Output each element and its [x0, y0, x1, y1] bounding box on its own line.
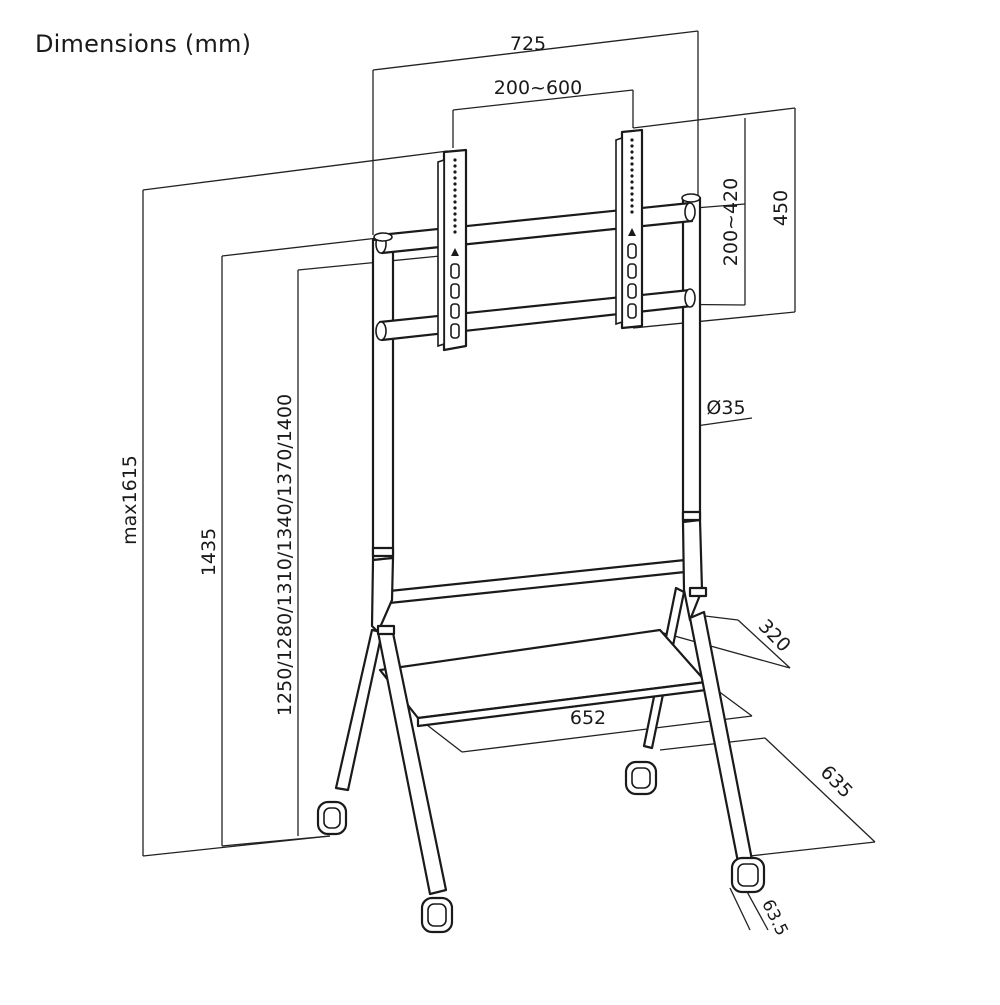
label-652: 652 [570, 707, 606, 729]
right-collar [681, 510, 702, 522]
dim-line-652 [461, 715, 753, 753]
label-1435: 1435 [198, 528, 220, 576]
rear-left-leg [334, 628, 384, 792]
label-center-heights: 1250/1280/1310/1340/1370/1400 [274, 394, 296, 716]
dimension-labels: 725 200~600 200~420 450 Ø35 max1615 1435… [119, 33, 857, 939]
lower-crossbar [378, 558, 687, 606]
label-450: 450 [770, 190, 792, 226]
right-cap [681, 193, 701, 203]
dim-line-725 [372, 30, 699, 71]
left-collar [371, 546, 395, 558]
label-320: 320 [754, 615, 795, 656]
label-725: 725 [510, 33, 546, 55]
middle-crossbar [378, 288, 694, 342]
left-leg-collar [376, 624, 396, 636]
dim-line-635 [764, 737, 876, 843]
left-vesa-bracket [437, 148, 468, 352]
drawing-title: Dimensions (mm) [35, 30, 252, 58]
upper-crossbar [378, 201, 694, 255]
label-63-5: 63.5 [757, 896, 792, 939]
dim-line-200-600 [452, 89, 634, 111]
label-635: 635 [816, 761, 857, 802]
right-elbow [681, 518, 704, 622]
label-200-420: 200~420 [720, 178, 742, 266]
caster-front-right [730, 856, 766, 894]
label-200-600: 200~600 [494, 77, 582, 99]
left-cap [373, 232, 393, 242]
right-leg-collar [688, 586, 708, 598]
caster-rear-left [316, 800, 348, 836]
right-upright [681, 196, 702, 524]
label-max1615: max1615 [119, 455, 141, 545]
dim-line-320 [659, 631, 791, 669]
caster-front-left [420, 896, 454, 934]
left-upright [371, 236, 395, 562]
right-vesa-bracket [615, 128, 644, 330]
stand-structure [316, 128, 766, 934]
label-diameter: Ø35 [706, 397, 745, 419]
dim-line-63-5 [729, 887, 751, 931]
dimension-lines [142, 30, 876, 931]
caster-rear-right [624, 760, 658, 796]
left-elbow [370, 556, 395, 634]
